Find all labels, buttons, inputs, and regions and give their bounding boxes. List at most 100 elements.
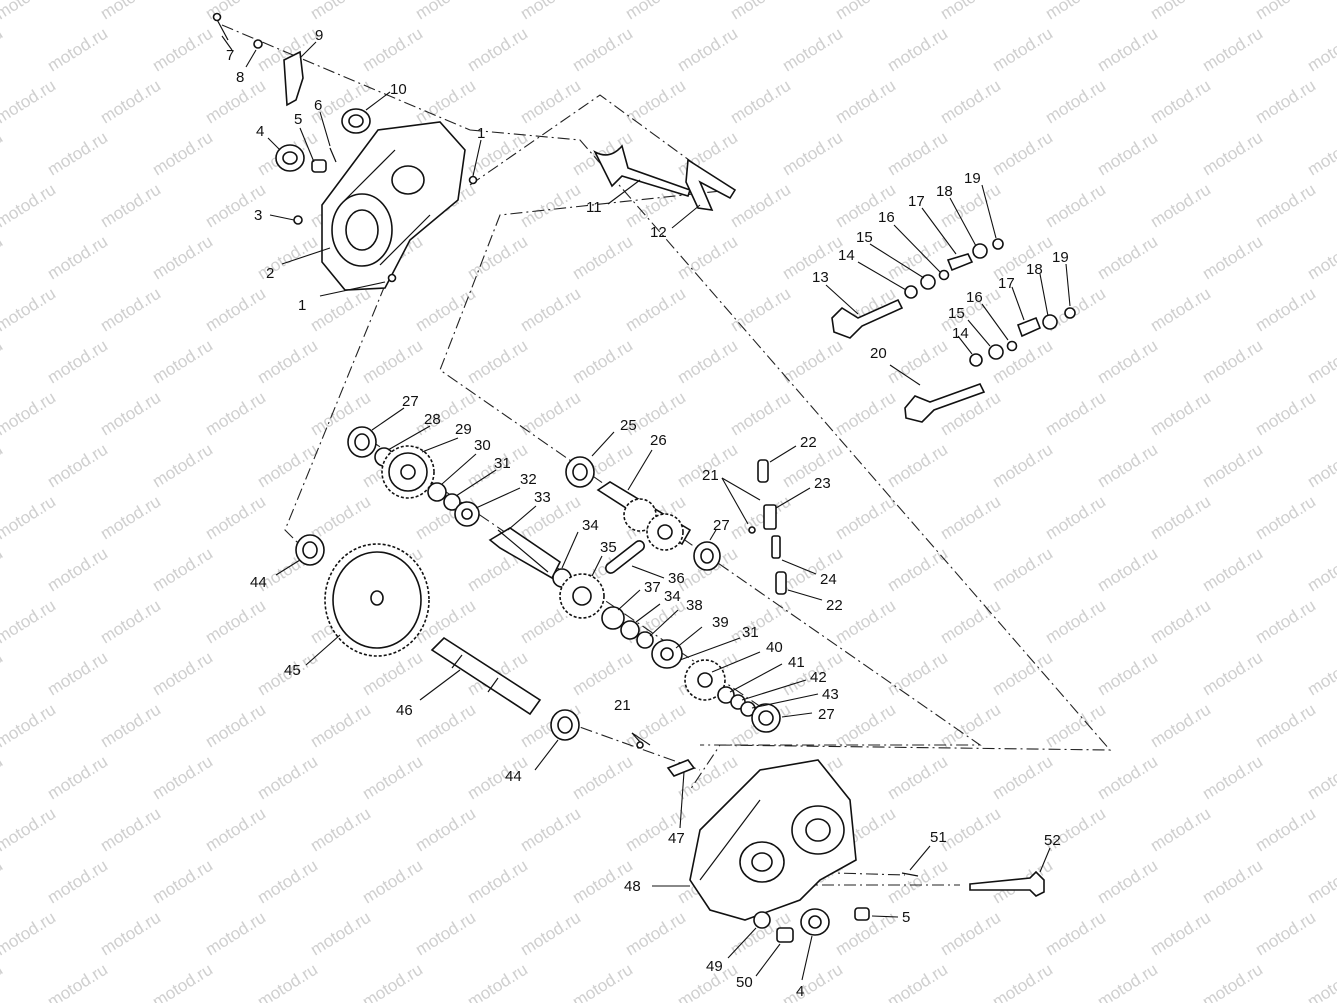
watermark-text: motod.ru <box>832 388 899 440</box>
watermark-text: motod.ru <box>1094 648 1161 700</box>
watermark-text: motod.ru <box>832 76 899 128</box>
callout-31: 31 <box>742 624 759 641</box>
watermark-text: motod.ru <box>832 700 899 752</box>
watermark-text: motod.ru <box>1252 388 1319 440</box>
callout-35: 35 <box>600 539 617 556</box>
watermark-text: motod.ru <box>0 336 6 388</box>
callout-1: 1 <box>477 125 485 142</box>
watermark-text: motod.ru <box>464 960 531 1003</box>
oil-seal-10 <box>341 108 371 134</box>
parts <box>212 12 1076 943</box>
watermark-text: motod.ru <box>569 960 636 1003</box>
dowel-pin-6 <box>329 147 337 163</box>
watermark-text: motod.ru <box>884 648 951 700</box>
callout-16: 16 <box>878 209 895 226</box>
watermark-text: motod.ru <box>254 856 321 908</box>
callout-18: 18 <box>936 183 953 200</box>
watermark-text: motod.ru <box>1304 232 1337 284</box>
callout-17: 17 <box>998 275 1015 292</box>
watermark-text: motod.ru <box>1252 804 1319 856</box>
shift-fork-shaft-11 <box>593 144 692 197</box>
watermark-text: motod.ru <box>44 336 111 388</box>
watermark-text: motod.ru <box>0 804 59 856</box>
watermark-text: motod.ru <box>517 908 584 960</box>
watermark-text: motod.ru <box>0 596 59 648</box>
watermark-text: motod.ru <box>727 284 794 336</box>
watermark-text: motod.ru <box>0 76 59 128</box>
callout-28: 28 <box>424 411 441 428</box>
watermark-text: motod.ru <box>884 440 951 492</box>
oil-seal-4-lower <box>800 908 830 936</box>
watermark-text: motod.ru <box>464 856 531 908</box>
watermark-text: motod.ru <box>0 440 6 492</box>
bearing-37 <box>601 606 625 630</box>
watermark-text: motod.ru <box>1304 128 1337 180</box>
bearing-27-middle <box>693 541 721 571</box>
callout-7: 7 <box>226 47 234 64</box>
callout-45: 45 <box>284 662 301 679</box>
washer-14-upper <box>904 285 918 299</box>
watermark-text: motod.ru <box>149 648 216 700</box>
watermark-text: motod.ru <box>202 908 269 960</box>
watermark-text: motod.ru <box>989 752 1056 804</box>
watermark-text: motod.ru <box>1304 648 1337 700</box>
watermark-text: motod.ru <box>937 76 1004 128</box>
watermark-text: motod.ru <box>412 908 479 960</box>
watermark-text: motod.ru <box>1147 76 1214 128</box>
watermark-text: motod.ru <box>1094 960 1161 1003</box>
watermark-text: motod.ru <box>1094 544 1161 596</box>
watermark-text: motod.ru <box>1042 388 1109 440</box>
shift-fork-12 <box>685 158 737 211</box>
callout-4: 4 <box>796 983 804 1000</box>
watermark-text: motod.ru <box>517 76 584 128</box>
watermark-text: motod.ru <box>0 648 6 700</box>
watermark-text: motod.ru <box>1304 336 1337 388</box>
bearing-44-upper <box>295 534 325 566</box>
callout-46: 46 <box>396 702 413 719</box>
callout-42: 42 <box>810 669 827 686</box>
dipstick-52 <box>969 870 1045 897</box>
watermark-text: motod.ru <box>97 180 164 232</box>
watermark-text: motod.ru <box>1042 76 1109 128</box>
watermark-text: motod.ru <box>884 24 951 76</box>
watermark-text: motod.ru <box>727 76 794 128</box>
watermark-text: motod.ru <box>1252 596 1319 648</box>
watermark-text: motod.ru <box>569 648 636 700</box>
bearing-27-left <box>347 426 377 458</box>
watermark-text: motod.ru <box>97 492 164 544</box>
watermark-text: motod.ru <box>0 544 6 596</box>
callout-48: 48 <box>624 878 641 895</box>
watermark-text: motod.ru <box>149 336 216 388</box>
callout-5: 5 <box>902 909 910 926</box>
watermark-text: motod.ru <box>517 388 584 440</box>
callout-30: 30 <box>474 437 491 454</box>
watermark-text: motod.ru <box>412 804 479 856</box>
watermark-text: motod.ru <box>254 336 321 388</box>
pin-22-upper <box>757 459 769 483</box>
washer-49 <box>753 911 771 929</box>
callout-29: 29 <box>455 421 472 438</box>
watermark-text: motod.ru <box>1147 388 1214 440</box>
watermark-text: motod.ru <box>1199 752 1266 804</box>
watermark-text: motod.ru <box>0 492 59 544</box>
chain-36 <box>605 540 645 574</box>
watermark-text: motod.ru <box>149 752 216 804</box>
watermark-text: motod.ru <box>0 180 59 232</box>
callout-39: 39 <box>712 614 729 631</box>
watermark-text: motod.ru <box>464 336 531 388</box>
callout-18: 18 <box>1026 261 1043 278</box>
watermark-text: motod.ru <box>0 388 59 440</box>
watermark-text: motod.ru <box>0 284 59 336</box>
lever-17-lower <box>1016 316 1042 338</box>
watermark-text: motod.ru <box>359 336 426 388</box>
callout-3: 3 <box>254 207 262 224</box>
shift-shaft-20 <box>904 383 986 423</box>
watermark-text: motod.ru <box>1147 492 1214 544</box>
washer-14-lower <box>969 353 983 367</box>
callout-41: 41 <box>788 654 805 671</box>
watermark-text: motod.ru <box>149 232 216 284</box>
nut-19-upper <box>992 238 1004 250</box>
watermark-text: motod.ru <box>1304 960 1337 1003</box>
washer-38 <box>636 631 654 649</box>
